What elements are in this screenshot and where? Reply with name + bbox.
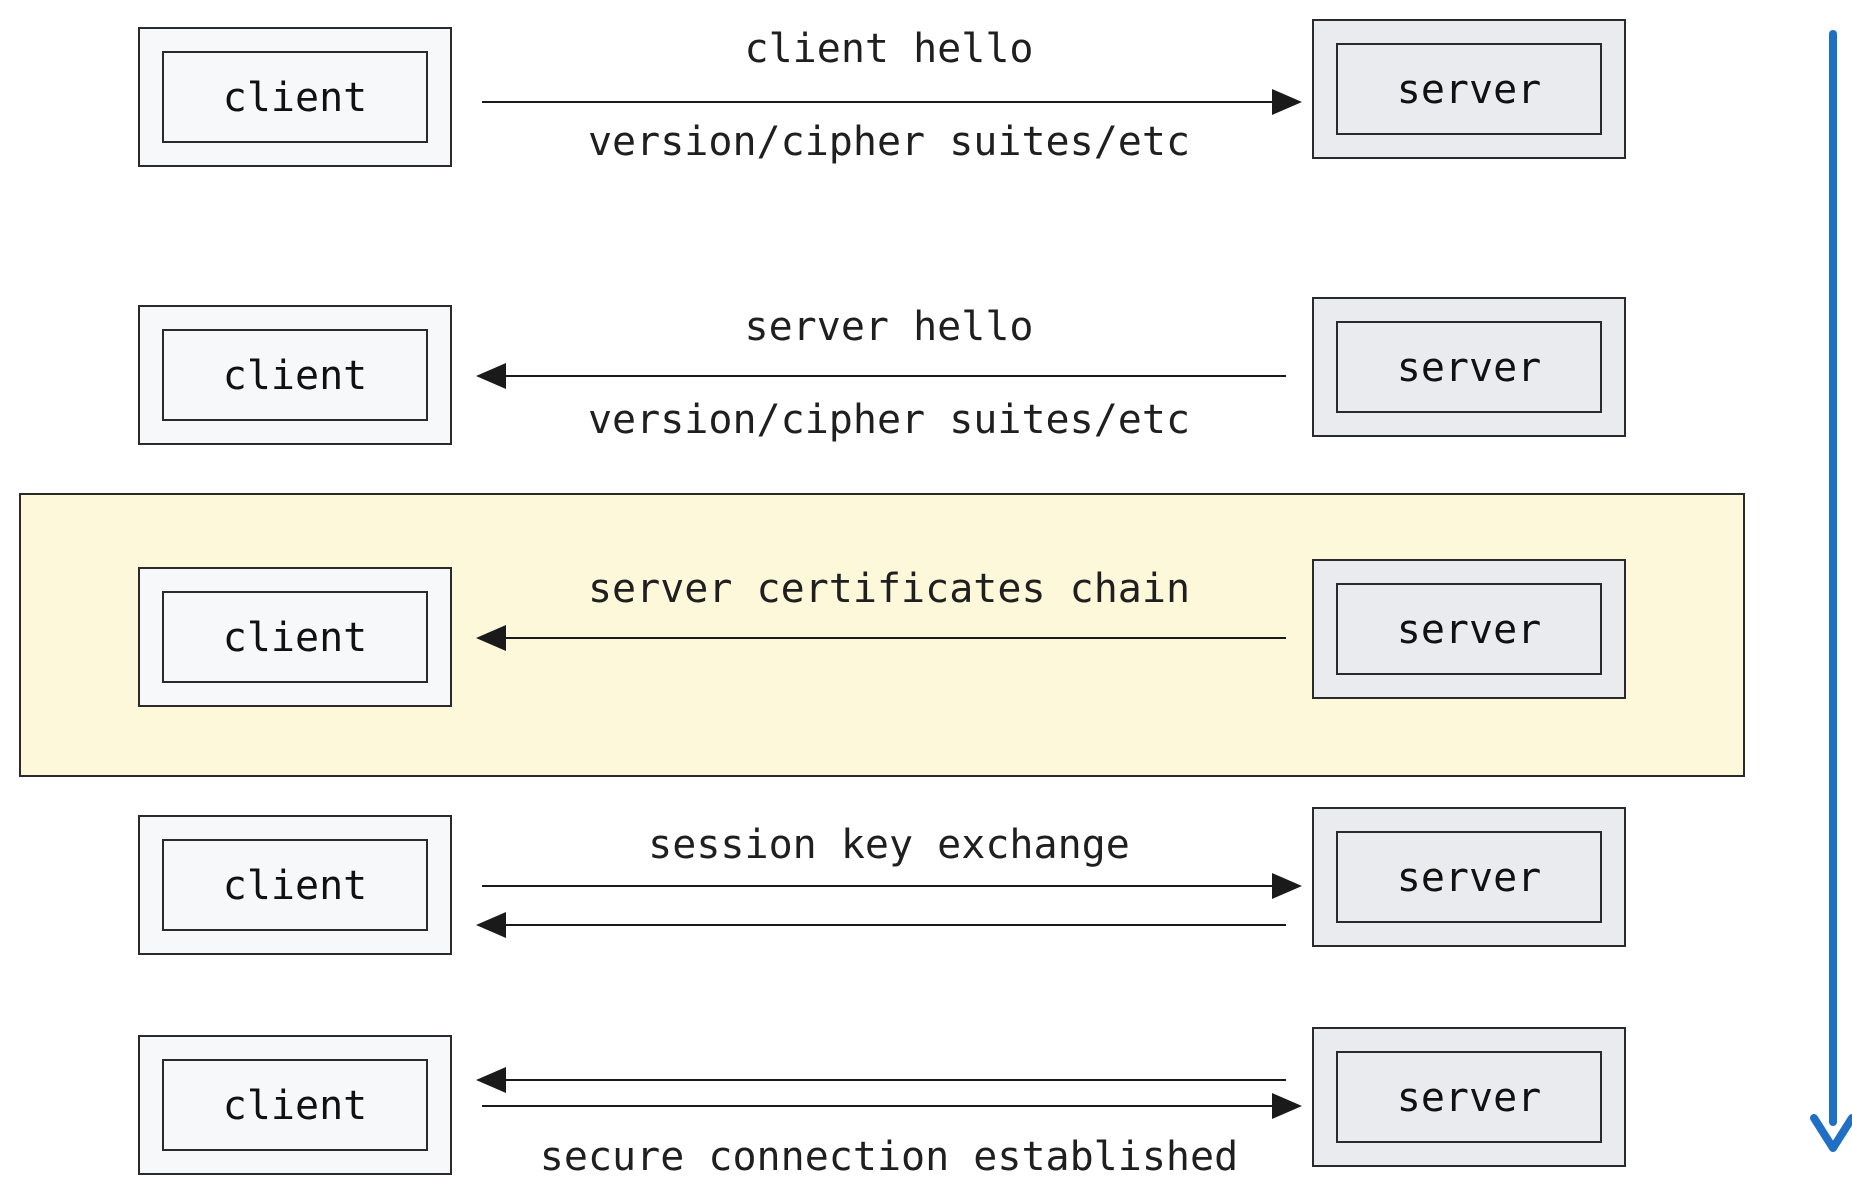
client-box-inner — [162, 51, 428, 143]
client-box-inner — [162, 1059, 428, 1151]
server-box-inner — [1336, 831, 1602, 923]
message-arrow-left — [476, 912, 1286, 938]
handshake-step-2: client server server hello version/cipher s… — [138, 297, 1626, 445]
client-node: client — [138, 27, 452, 167]
client-node: client — [138, 815, 452, 955]
client-box-inner — [162, 591, 428, 683]
message-arrow-right — [482, 873, 1302, 899]
server-node: server — [1312, 297, 1626, 437]
handshake-step-5: client server secure connection establishe… — [138, 1027, 1626, 1180]
server-node: server — [1312, 1027, 1626, 1167]
timeline-arrow — [1810, 30, 1852, 1152]
server-label: server — [1397, 345, 1542, 391]
server-label: server — [1397, 67, 1542, 113]
client-label: client — [223, 615, 368, 661]
server-node: server — [1312, 19, 1626, 159]
message-label-below: secure connection established — [540, 1134, 1238, 1180]
message-arrow-right — [482, 1093, 1302, 1119]
arrowhead-left — [476, 912, 506, 938]
server-node: server — [1312, 559, 1626, 699]
message-arrow-left — [476, 1067, 1286, 1093]
server-box-inner — [1336, 1051, 1602, 1143]
message-label-above: session key exchange — [648, 822, 1130, 868]
server-label: server — [1397, 607, 1542, 653]
message-label-above: client hello — [745, 26, 1034, 72]
handshake-step-3: client server server certificates chain — [138, 559, 1626, 707]
arrowhead-right — [1272, 89, 1302, 115]
arrowhead-left — [476, 1067, 506, 1093]
client-box-inner — [162, 329, 428, 421]
server-box-inner — [1336, 43, 1602, 135]
arrowhead-left — [476, 363, 506, 389]
arrowhead-right — [1272, 873, 1302, 899]
handshake-step-1: client server client hello version/cipher s… — [138, 19, 1626, 167]
server-box-inner — [1336, 583, 1602, 675]
arrowhead-left — [476, 625, 506, 651]
timeline-arrowhead — [1810, 1114, 1852, 1152]
message-arrow-right — [482, 89, 1302, 115]
client-node: client — [138, 1035, 452, 1175]
client-label: client — [223, 75, 368, 121]
server-box-inner — [1336, 321, 1602, 413]
message-label-above: server certificates chain — [588, 566, 1190, 612]
server-node: server — [1312, 807, 1626, 947]
server-label: server — [1397, 1075, 1542, 1121]
message-arrow-left — [476, 363, 1286, 389]
server-label: server — [1397, 855, 1542, 901]
client-label: client — [223, 353, 368, 399]
client-box-inner — [162, 839, 428, 931]
client-label: client — [223, 863, 368, 909]
client-node: client — [138, 305, 452, 445]
handshake-step-4: client server session key exchange — [138, 807, 1626, 955]
client-node: client — [138, 567, 452, 707]
arrowhead-right — [1272, 1093, 1302, 1119]
message-label-below: version/cipher suites/etc — [588, 119, 1190, 165]
message-label-below: version/cipher suites/etc — [588, 397, 1190, 443]
message-label-above: server hello — [745, 304, 1034, 350]
message-arrow-left — [476, 625, 1286, 651]
client-label: client — [223, 1083, 368, 1129]
